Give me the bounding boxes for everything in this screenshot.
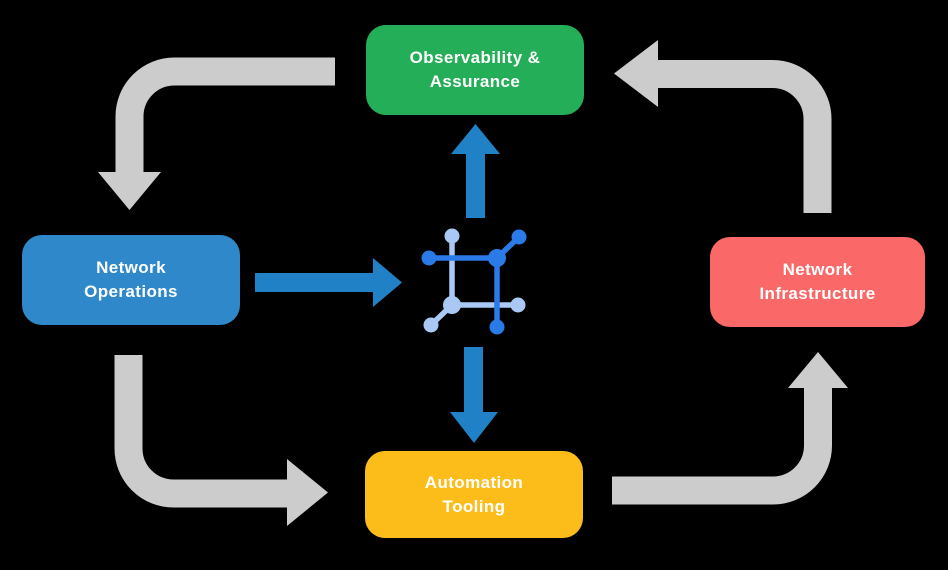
- arrow-observability-to-operations: [98, 57, 335, 210]
- icon-node-bottom-left: [423, 317, 439, 333]
- arrow-center-to-observability: [451, 124, 500, 218]
- icon-node-top-right: [511, 229, 527, 245]
- icon-node-top: [444, 228, 460, 244]
- network-node-icon: [421, 228, 527, 335]
- arrow-infrastructure-to-observability-line: [658, 60, 832, 213]
- arrow-operations-to-automation: [114, 355, 328, 526]
- arrow-infrastructure-to-observability: [614, 40, 832, 213]
- arrow-operations-to-center-head: [373, 258, 402, 307]
- node-automation-label-line1: Automation: [424, 472, 524, 492]
- arrow-automation-to-infrastructure: [612, 352, 848, 505]
- node-observability-assurance: Observability & Assurance: [366, 25, 584, 115]
- arrow-automation-to-infrastructure-head: [788, 352, 848, 388]
- node-automation-tooling: Automation Tooling: [365, 451, 583, 538]
- node-network-operations: Network Operations: [22, 235, 240, 325]
- arrow-operations-to-automation-line: [114, 355, 287, 508]
- arrow-center-to-automation: [450, 347, 498, 443]
- arrow-operations-to-center: [255, 258, 402, 307]
- icon-node-left: [421, 250, 437, 266]
- arrow-observability-to-operations-line: [115, 57, 335, 173]
- node-operations-label-line2: Operations: [84, 282, 178, 301]
- node-operations-label-line1: Network: [96, 258, 166, 277]
- icon-node-bottom: [489, 319, 505, 335]
- node-observability-label-line1: Observability &: [409, 48, 541, 67]
- icon-node-right: [510, 297, 526, 313]
- arrow-infrastructure-to-observability-head: [614, 40, 658, 107]
- arrow-operations-to-automation-head: [287, 459, 328, 526]
- node-automation-label-line2: Tooling: [442, 496, 506, 516]
- node-network-infrastructure: Network Infrastructure: [710, 237, 925, 327]
- arrow-center-to-observability-head: [451, 124, 500, 154]
- arrow-center-to-automation-head: [450, 412, 498, 443]
- node-infrastructure-label-line2: Infrastructure: [759, 284, 876, 303]
- node-infrastructure-label-line1: Network: [782, 260, 853, 279]
- arrow-observability-to-operations-head: [98, 172, 161, 210]
- icon-junction-bottom-left: [443, 296, 461, 314]
- icon-junction-top-right: [488, 249, 506, 267]
- arrow-automation-to-infrastructure-line: [612, 388, 832, 505]
- node-observability-label-line2: Assurance: [429, 72, 521, 91]
